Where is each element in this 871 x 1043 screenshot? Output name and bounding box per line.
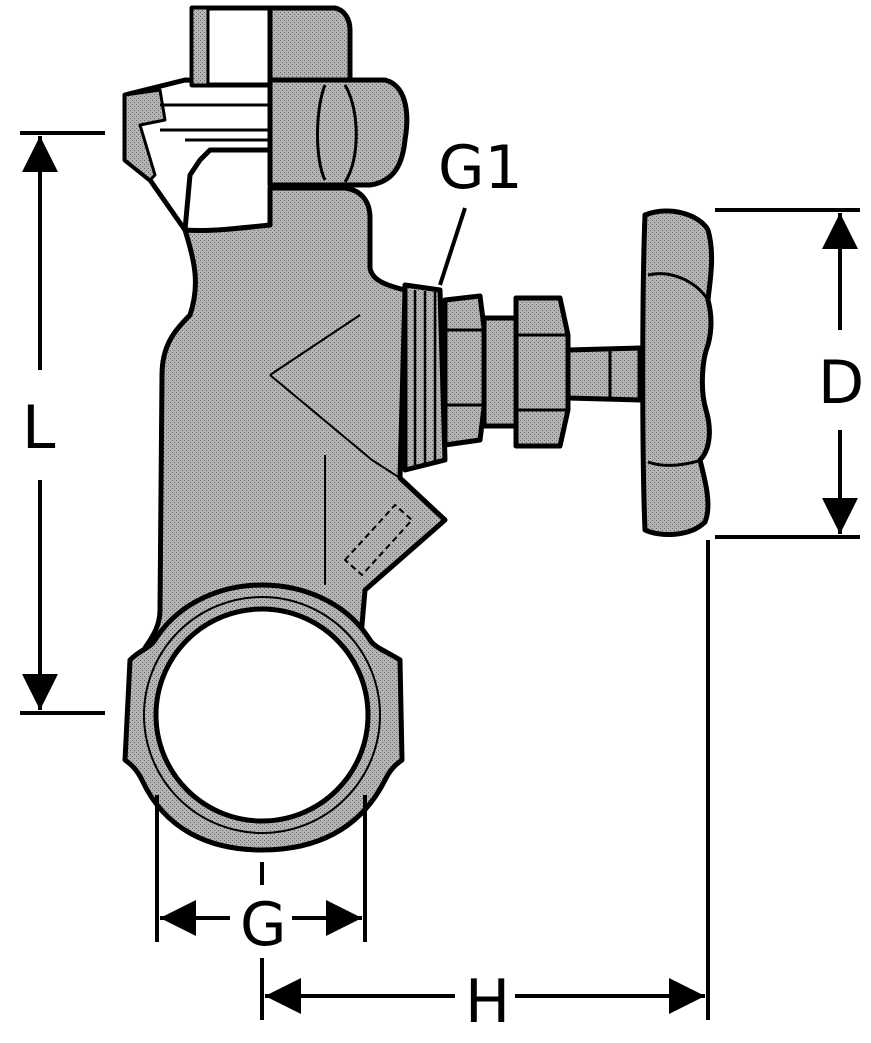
gland-hex-nut-faces: [516, 333, 567, 412]
label-G1: G1: [438, 133, 523, 203]
bonnet-hex-nut-faces: [445, 328, 484, 407]
gland-hex-nut: [513, 295, 571, 449]
bonnet-spacer: [481, 315, 519, 429]
pipe-bore: [153, 606, 371, 824]
union-nut-seal-lines: [160, 103, 270, 142]
spindle: [565, 345, 643, 403]
bonnet-thread-lines: [413, 290, 437, 465]
pipe-ring-groove: [143, 596, 381, 834]
label-G: G: [240, 890, 287, 960]
label-D: D: [818, 348, 864, 418]
union-nut-hex: [267, 77, 410, 188]
G1-leader-line: [438, 207, 467, 286]
union-nut-hex-faces: [316, 84, 358, 183]
handwheel-spoke-lines: [647, 272, 710, 467]
branch-detail-line: [269, 314, 401, 585]
dimension-labels: G1 L D G H: [22, 133, 864, 1037]
union-nut-thread: [123, 88, 167, 182]
bonnet-hex-nut: [442, 293, 488, 448]
valve-body: [122, 5, 715, 853]
tailpiece-body: [267, 5, 353, 83]
label-L: L: [22, 393, 56, 463]
tailpiece-wall: [190, 6, 210, 87]
valve-main-body: [142, 185, 448, 651]
handwheel: [640, 208, 715, 537]
dimension-lines: [20, 131, 860, 1020]
label-H: H: [465, 967, 510, 1037]
